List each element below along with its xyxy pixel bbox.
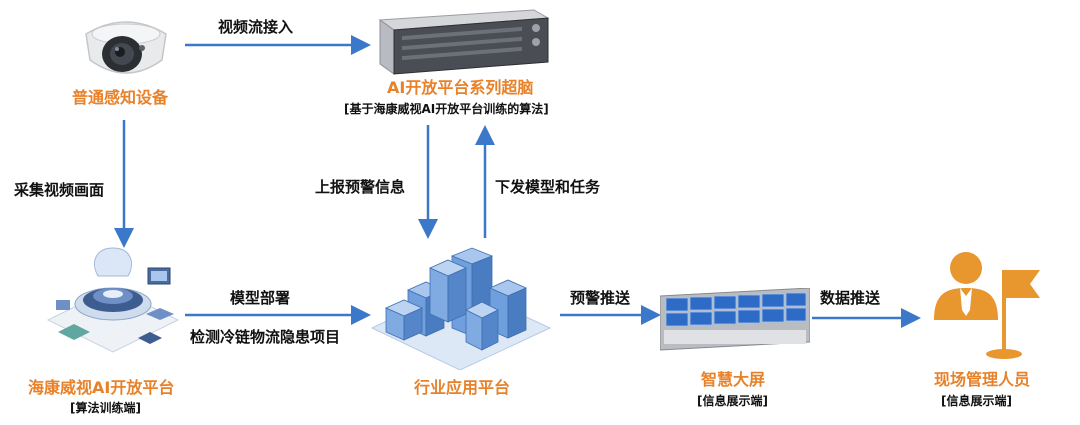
edge-label-push-data: 数据推送 [820, 289, 881, 307]
edge-label-push-alert: 预警推送 [570, 289, 631, 307]
edge-label-report: 上报预警信息 [315, 178, 406, 196]
ai-box-title: AI开放平台系列超脑 [387, 78, 534, 97]
edge-label-detect: 检测冷链物流隐患项目 [190, 328, 341, 346]
ai-box-subtitle: [基于海康威视AI开放平台训练的算法] [344, 102, 549, 116]
sensor-title: 普通感知设备 [72, 88, 169, 107]
screen-title: 智慧大屏 [701, 370, 766, 389]
edge-label-video-in: 视频流接入 [218, 18, 294, 36]
ai-platform-illustration [38, 242, 188, 368]
edge-label-capture: 采集视频画面 [14, 181, 105, 199]
edge-label-dispatch: 下发模型和任务 [495, 178, 601, 196]
server-icon [378, 4, 550, 80]
camera-icon [80, 4, 172, 90]
training-subtitle: [算法训练端] [70, 401, 141, 415]
staff-title: 现场管理人员 [934, 370, 1031, 389]
screen-subtitle: [信息展示端] [697, 394, 768, 408]
edge-label-deploy: 模型部署 [230, 289, 291, 307]
training-title: 海康威视AI开放平台 [28, 378, 175, 397]
buildings-icon [368, 238, 554, 374]
staff-icon [928, 248, 1052, 366]
staff-subtitle: [信息展示端] [941, 394, 1012, 408]
industry-title: 行业应用平台 [414, 378, 511, 397]
video-wall-icon [659, 287, 811, 358]
